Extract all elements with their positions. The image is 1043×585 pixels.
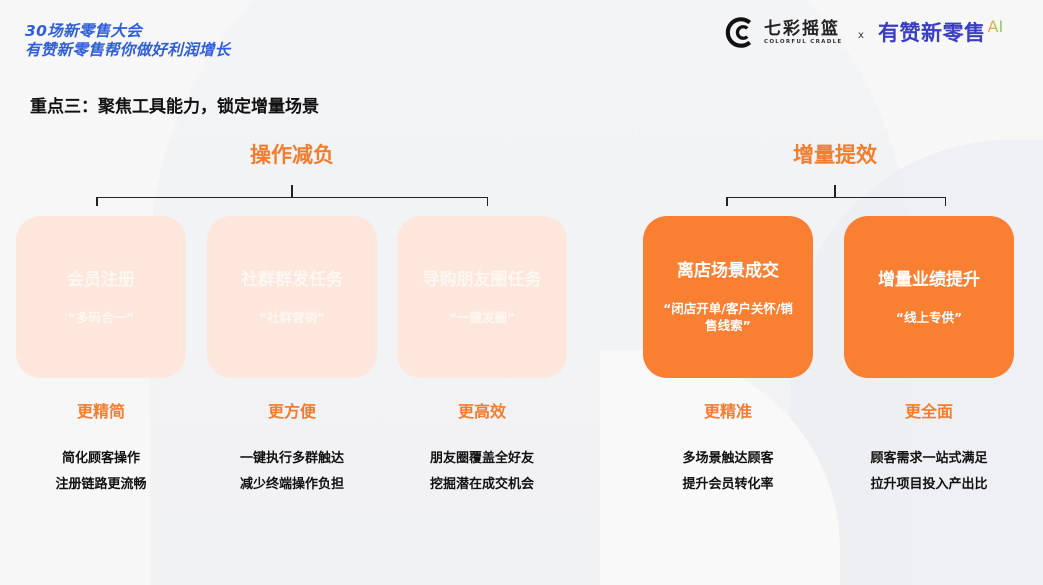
cc-logo-icon: [725, 17, 752, 48]
event-title-line2: 有赞新零售帮你做好利润增长: [25, 41, 231, 59]
event-title-line1: 30场新零售大会: [25, 22, 142, 40]
card-title: 社群群发任务: [241, 269, 343, 290]
bracket-connector: [96, 197, 488, 206]
slide-heading: 重点三：聚焦工具能力，锁定增量场景: [30, 97, 319, 117]
card-community-broadcast: 社群群发任务 “社群营销”: [207, 216, 377, 378]
desc-line: 提升会员转化率: [682, 477, 774, 492]
bracket-connector: [726, 197, 946, 206]
benefit-label: 更方便: [267, 402, 316, 421]
partner-name-en: COLORFUL CRADLE: [764, 39, 843, 45]
desc-line: 多场景触达顾客: [682, 451, 774, 466]
card-subtitle: “线上专供”: [895, 309, 963, 325]
group-title-operation: 操作减负: [250, 143, 334, 167]
card-member-register: 会员注册 “多码合一”: [16, 216, 186, 378]
card-title: 会员注册: [67, 269, 135, 290]
benefit-description: 多场景触达顾客 提升会员转化率: [628, 446, 828, 498]
card-title: 导购朋友圈任务: [422, 269, 542, 290]
card-subtitle: “社群营销”: [258, 309, 326, 325]
desc-line: 拉升项目投入产出比: [870, 477, 988, 492]
card-subtitle: “闭店开单/客户关怀/销售线索”: [663, 301, 793, 333]
partner-name-cn: 七彩摇篮: [764, 19, 840, 39]
desc-line: 顾客需求一站式满足: [870, 451, 988, 466]
desc-line: 简化顾客操作: [61, 451, 140, 466]
card-title: 离店场景成交: [677, 261, 779, 281]
group-title-growth: 增量提效: [793, 143, 877, 167]
desc-line: 挖掘潜在成交机会: [429, 477, 534, 492]
card-moments-task: 导购朋友圈任务 “一键发圈”: [397, 216, 567, 378]
bracket-stem: [291, 185, 293, 197]
benefit-label: 更全面: [904, 402, 953, 421]
benefit-description: 一键执行多群触达 减少终端操作负担: [192, 446, 392, 498]
benefit-description: 顾客需求一站式满足 拉升项目投入产出比: [829, 446, 1029, 498]
youzan-logo: 有赞新零售 AI: [878, 17, 1003, 47]
benefit-label: 更精简: [76, 402, 125, 421]
benefit-description: 简化顾客操作 注册链路更流畅: [1, 446, 201, 498]
desc-line: 注册链路更流畅: [55, 477, 147, 492]
collab-x: x: [858, 30, 864, 41]
benefit-label: 更精准: [703, 402, 752, 421]
card-title: 增量业绩提升: [878, 269, 980, 290]
desc-line: 一键执行多群触达: [239, 451, 344, 466]
desc-line: 减少终端操作负担: [239, 477, 344, 492]
card-incremental-sales: 增量业绩提升 “线上专供”: [844, 216, 1014, 378]
ai-badge: AI: [987, 17, 1004, 36]
card-subtitle: “一键发圈”: [448, 309, 516, 325]
card-offline-deal: 离店场景成交 “闭店开单/客户关怀/销售线索”: [643, 216, 813, 378]
event-title: 30场新零售大会 有赞新零售帮你做好利润增长: [25, 22, 230, 60]
brand-name: 有赞新零售: [878, 21, 986, 45]
benefit-label: 更高效: [457, 402, 506, 421]
card-subtitle: “多码合一”: [67, 309, 135, 325]
desc-line: 朋友圈覆盖全好友: [429, 451, 534, 466]
bracket-stem: [834, 185, 836, 197]
colorful-cradle-logo: 七彩摇篮 COLORFUL CRADLE: [725, 16, 842, 49]
benefit-description: 朋友圈覆盖全好友 挖掘潜在成交机会: [382, 446, 582, 498]
